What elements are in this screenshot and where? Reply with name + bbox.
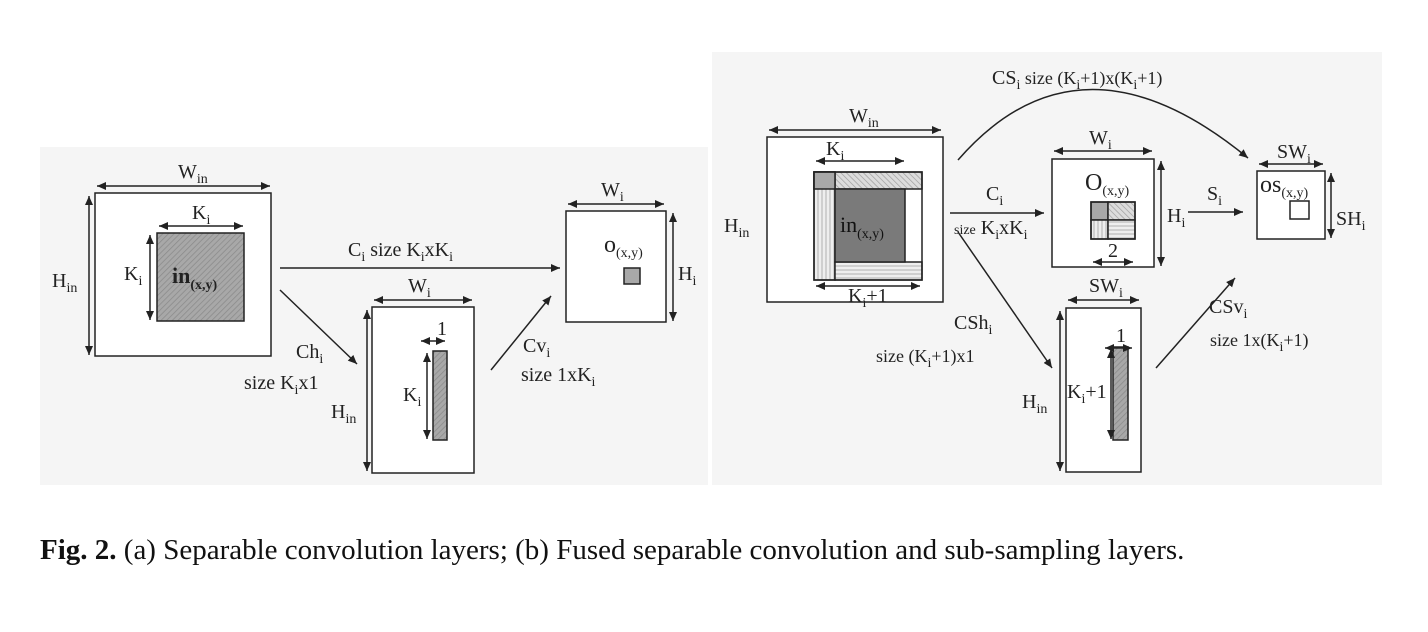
a-ch-label: Chi — [296, 341, 323, 367]
b-mid-k-label: Ki+1 — [1067, 381, 1107, 407]
b-k1-label: Ki+1 — [848, 285, 888, 311]
a-cv-label: Cvi — [523, 335, 550, 361]
b-conv-quad-tl — [1090, 201, 1109, 221]
b-conv-wi-label: Wi — [1089, 127, 1112, 153]
b-conv-o-label: O(x,y) — [1085, 170, 1130, 199]
b-csv-size-label: size 1x(Ki+1) — [1210, 330, 1309, 355]
b-conv-quad-br — [1107, 219, 1136, 240]
a-mid-strip — [432, 350, 448, 441]
b-sub-sh-label: SHi — [1336, 208, 1366, 234]
a-h-arrow — [279, 289, 358, 365]
a-output-map — [565, 210, 667, 323]
b-csv-label: CSvi — [1209, 296, 1247, 322]
b-mid-strip — [1112, 346, 1129, 441]
b-window-core — [834, 188, 906, 263]
b-mid-hin-label: Hin — [1022, 391, 1047, 417]
b-conv-two-label: 2 — [1108, 240, 1118, 262]
diagram-b — [766, 88, 1335, 473]
figure-caption: Fig. 2. (a) Separable convolution layers… — [40, 530, 1390, 570]
b-window-outline — [813, 171, 923, 281]
a-in-label: in(x,y) — [172, 263, 218, 293]
diagram-a-labels: Win Hin Ki Ki in(x,y) Ci size KixKi Chi … — [52, 161, 696, 427]
a-k-label: Ki — [192, 202, 210, 228]
a-ch-size-label: size Kix1 — [244, 372, 318, 398]
a-mid-one-label: 1 — [437, 318, 447, 340]
b-csh-label: CShi — [954, 312, 992, 338]
b-conv-quad-bl — [1090, 219, 1109, 240]
b-cs-label: CSi size (Ki+1)x(Ki+1) — [992, 67, 1162, 93]
b-sub-pixel — [1289, 200, 1310, 220]
b-conv-quad-outline — [1090, 201, 1136, 240]
b-conv-size-label: size KixKi — [954, 217, 1028, 243]
a-out-wi-label: Wi — [601, 179, 624, 205]
a-hin-label: Hin — [52, 270, 77, 296]
b-window-corner — [813, 171, 836, 190]
diagram-b-labels: CSi size (Ki+1)x(Ki+1) Win Hin Ki in(x,y… — [724, 67, 1366, 417]
b-csh-size-label: size (Ki+1)x1 — [876, 346, 975, 371]
a-mid-map — [371, 306, 475, 474]
b-sub-os-label: os(x,y) — [1260, 172, 1309, 201]
a-out-hi-label: Hi — [678, 263, 696, 289]
b-sub-sw-label: SWi — [1277, 141, 1311, 167]
a-cv-size-label: size 1xKi — [521, 364, 596, 390]
b-conv-c-label: Ci — [986, 183, 1003, 209]
b-k-label: Ki — [826, 138, 844, 164]
a-win-label: Win — [178, 161, 208, 187]
caption-label: Fig. 2. — [40, 534, 117, 566]
a-mid-wi-label: Wi — [408, 275, 431, 301]
a-kernel-window — [156, 232, 245, 322]
b-window-bottom — [834, 261, 923, 281]
a-v-arrow — [490, 295, 552, 371]
diagram-a — [85, 182, 677, 474]
b-h-arrow — [957, 231, 1053, 369]
a-output-pixel — [623, 267, 641, 285]
b-in-label: in(x,y) — [840, 212, 884, 242]
b-mid-one-label: 1 — [1116, 325, 1126, 347]
b-s-label: Si — [1207, 183, 1222, 209]
a-kside-label: Ki — [124, 263, 142, 289]
b-win-label: Win — [849, 105, 879, 131]
b-v-arrow — [1155, 277, 1236, 369]
b-conv-quad-tr — [1107, 201, 1136, 221]
a-conv-label: Ci size KixKi — [348, 239, 453, 265]
b-cs-arc — [957, 88, 1249, 161]
b-hin-label: Hin — [724, 215, 749, 241]
b-mid-sw-label: SWi — [1089, 275, 1123, 301]
b-conv-hi-label: Hi — [1167, 205, 1185, 231]
a-mid-k-label: Ki — [403, 384, 421, 410]
caption-text: (a) Separable convolution layers; (b) Fu… — [116, 534, 1185, 566]
a-mid-hin-label: Hin — [331, 401, 356, 427]
a-out-o-label: o(x,y) — [604, 232, 643, 261]
